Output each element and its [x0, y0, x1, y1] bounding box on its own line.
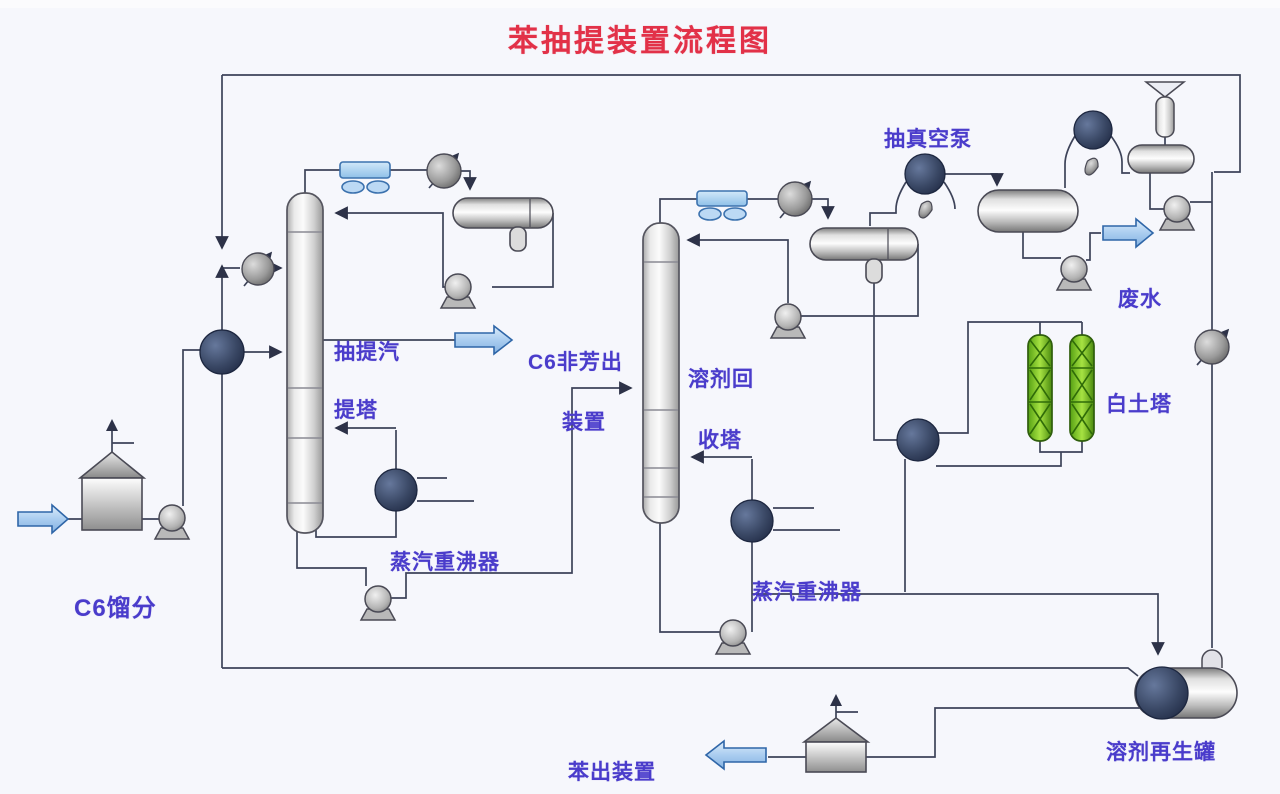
vent-arrows — [106, 419, 842, 706]
label-column2-line1: 溶剂回 — [688, 368, 754, 391]
air-cooler-1 — [339, 161, 391, 194]
pipe-cooler-to-claytowers — [937, 321, 1082, 434]
label-column1-line1: 抽提汽 — [334, 341, 400, 364]
benzene-out-arrow-icon — [704, 739, 767, 771]
pipe-drum3-to-pump — [1022, 232, 1061, 259]
clay-tower-2 — [1069, 334, 1095, 442]
pipe-feedtank-vent — [111, 428, 134, 452]
label-reboiler-2: 蒸汽重沸器 — [752, 581, 862, 604]
bottoms-pump-1 — [359, 585, 397, 621]
overhead-exchanger-2 — [777, 181, 813, 217]
pipe-reflux2 — [686, 233, 789, 303]
pipe-wastewater-out — [1086, 232, 1101, 261]
solvent-cooler — [896, 418, 940, 462]
pipe-vacuum2-suction — [1064, 135, 1076, 188]
pipe-drum1-to-pump1 — [492, 213, 554, 288]
reflux-drum-1 — [452, 197, 554, 252]
funnel-vent-pot — [1143, 81, 1187, 138]
label-c6-out-line2: 装置 — [562, 411, 606, 434]
pipe-feed-to-exchanger — [182, 349, 202, 506]
waste-water-exchanger — [1194, 329, 1230, 365]
solvent-regeneration-drum — [1134, 649, 1238, 720]
pipe-richsolvent-to-col2 — [390, 381, 633, 599]
pipe-claytowers-return — [936, 452, 1062, 467]
feedtank-vent-arrow-icon — [106, 419, 118, 431]
pipe-vacuum2-discharge — [1110, 135, 1130, 174]
c6-out-arrow-icon — [454, 324, 514, 356]
vacuum-separator-drum — [977, 189, 1079, 233]
label-column1-line2: 提塔 — [334, 399, 378, 422]
label-solvent-regen-drum: 溶剂再生罐 — [1106, 741, 1216, 764]
label-benzene-out: 苯出装置 — [568, 761, 656, 784]
pipe-drum2-to-pump2 — [801, 244, 919, 317]
benzene-product-tank — [801, 717, 871, 773]
label-clay-tower: 白土塔 — [1106, 393, 1172, 416]
waste-water-arrow-icon — [1102, 217, 1155, 249]
label-reboiler-1: 蒸汽重沸器 — [390, 551, 500, 574]
feed-inlet-arrow-icon — [17, 503, 70, 535]
vacuum-trap-2 — [1084, 157, 1099, 176]
reflux-drum-2 — [809, 227, 919, 284]
waste-water-pump — [1055, 255, 1093, 291]
pipe-drum4-to-pump — [1149, 173, 1164, 210]
feed-solvent-exchanger — [199, 329, 245, 375]
prodtank-vent-arrow-icon — [830, 694, 842, 706]
vacuum-pump-2 — [1073, 110, 1113, 150]
pipe-lean-solvent — [752, 593, 1159, 650]
regen-drum-head — [1135, 666, 1189, 720]
overhead-drum-3 — [1127, 144, 1195, 174]
pipe-boot2-to-cooler — [873, 283, 898, 441]
label-waste-water: 废水 — [1118, 288, 1162, 311]
pipe-reboiler2-steam — [773, 507, 840, 531]
label-feed-stream: C6馏分 — [74, 595, 157, 622]
overhead-exchanger-1 — [426, 153, 462, 189]
pipe-col2-bottoms — [659, 523, 720, 633]
vacuum-trap-1 — [918, 200, 933, 219]
clay-tower-1 — [1027, 334, 1053, 442]
extractive-stripper-column — [286, 192, 324, 534]
label-column2-line2: 收塔 — [698, 429, 742, 452]
bottoms-pump-2 — [714, 619, 752, 655]
steam-reboiler-2 — [730, 499, 774, 543]
feed-preheat-exchanger — [241, 252, 275, 286]
air-cooler-2 — [696, 190, 748, 221]
pipe-col1-bottoms — [296, 527, 367, 586]
feed-tank — [77, 450, 147, 531]
pipe-reflux1 — [334, 206, 466, 288]
flow-arrows — [17, 217, 1155, 771]
pipe-vacuum1-suction — [869, 181, 907, 226]
vacuum-pump-1 — [904, 153, 946, 195]
feed-pump — [153, 504, 191, 540]
pumps — [153, 195, 1196, 655]
reflux-pump-2 — [769, 303, 807, 339]
reflux-pump-1 — [439, 273, 477, 309]
pipe-bottom-solvent — [222, 667, 1139, 677]
label-c6-out-line1: C6非芳出 — [528, 351, 623, 374]
pipe-top-recycle — [222, 74, 1241, 173]
steam-reboiler-1 — [374, 468, 418, 512]
pipe-benzene-to-tank — [866, 707, 1140, 758]
pipe-reboiler1-steam — [417, 477, 474, 502]
discharge-pump-3 — [1158, 195, 1196, 231]
pipe-vacuum1-discharge — [945, 173, 998, 184]
solvent-recovery-column — [642, 222, 680, 524]
label-vacuum-pump: 抽真空泵 — [884, 128, 972, 151]
diagram-title: 苯抽提装置流程图 — [508, 25, 772, 58]
